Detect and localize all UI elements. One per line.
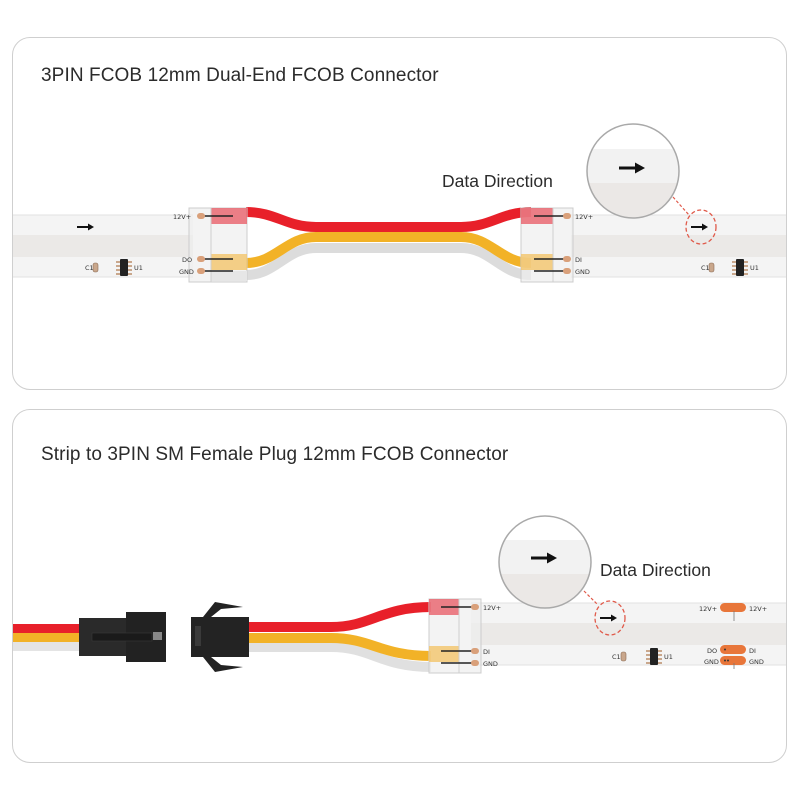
led-strip-left [13,214,193,278]
cable-left [13,624,83,651]
component-label: C1 [85,264,94,272]
panel-sm-plug-connector: Strip to 3PIN SM Female Plug 12mm FCOB C… [12,409,787,763]
sm-plug-connector-diagram: 12V+ DI GND C1 U1 12V [13,515,786,674]
pin-label-do: DO [182,256,192,264]
right-arrow-icon [600,614,617,622]
capacitor-c1: C1 [85,262,99,273]
panel-dual-end-connector: 3PIN FCOB 12mm Dual-End FCOB Connector D… [12,37,787,390]
component-label: C1 [612,653,621,661]
sm-female-plug [191,602,249,672]
right-arrow-icon [691,223,708,231]
pin-label-do: DO [707,647,717,655]
dual-end-connector-diagram: C1 U1 C1 U1 [13,123,786,283]
led-strip-right [571,214,786,278]
pin-label-12v: 12V+ [749,605,767,613]
pin-label-gnd: GND [749,658,764,666]
pin-label-gnd: GND [179,268,194,276]
pin-label-gnd: GND [575,268,590,276]
pin-label-12v: 12V+ [483,604,501,612]
chip-u1: U1 [732,259,759,276]
pin-label-12v: 12V+ [173,213,191,221]
fcob-connector-right: 12V+ DI GND [520,207,593,283]
pin-label-12v: 12V+ [699,605,717,613]
cut-point-pads: 12V+ 12V+ DO DI GND GND [699,603,767,669]
chip-u1: U1 [646,648,673,665]
fcob-connector-left: 12V+ DO GND [173,207,248,283]
pin-label-12v: 12V+ [575,213,593,221]
sm-male-plug [79,612,166,662]
component-label: U1 [664,653,673,661]
fcob-connector: 12V+ DI GND [428,598,501,674]
data-direction-label: Data Direction [442,171,553,191]
panel-title: Strip to 3PIN SM Female Plug 12mm FCOB C… [41,444,509,465]
pin-label-di: DI [575,256,582,264]
right-arrow-icon [531,552,557,564]
cable-right [249,602,432,672]
pin-label-di: DI [749,647,756,655]
zoom-circle [586,123,717,245]
capacitor-c1: C1 [612,651,627,662]
right-arrow-icon [619,162,645,174]
right-arrow-icon [77,223,94,231]
led-strip [471,602,786,666]
chip-u1: U1 [116,259,143,276]
component-label: U1 [134,264,143,272]
component-label: U1 [750,264,759,272]
cable-bundle [245,207,532,280]
capacitor-c1: C1 [701,262,715,273]
pin-label-gnd: GND [704,658,719,666]
component-label: C1 [701,264,710,272]
panel-title: 3PIN FCOB 12mm Dual-End FCOB Connector [41,65,439,86]
data-direction-label: Data Direction [600,560,711,580]
pin-label-di: DI [483,648,490,656]
pin-label-gnd: GND [483,660,498,668]
